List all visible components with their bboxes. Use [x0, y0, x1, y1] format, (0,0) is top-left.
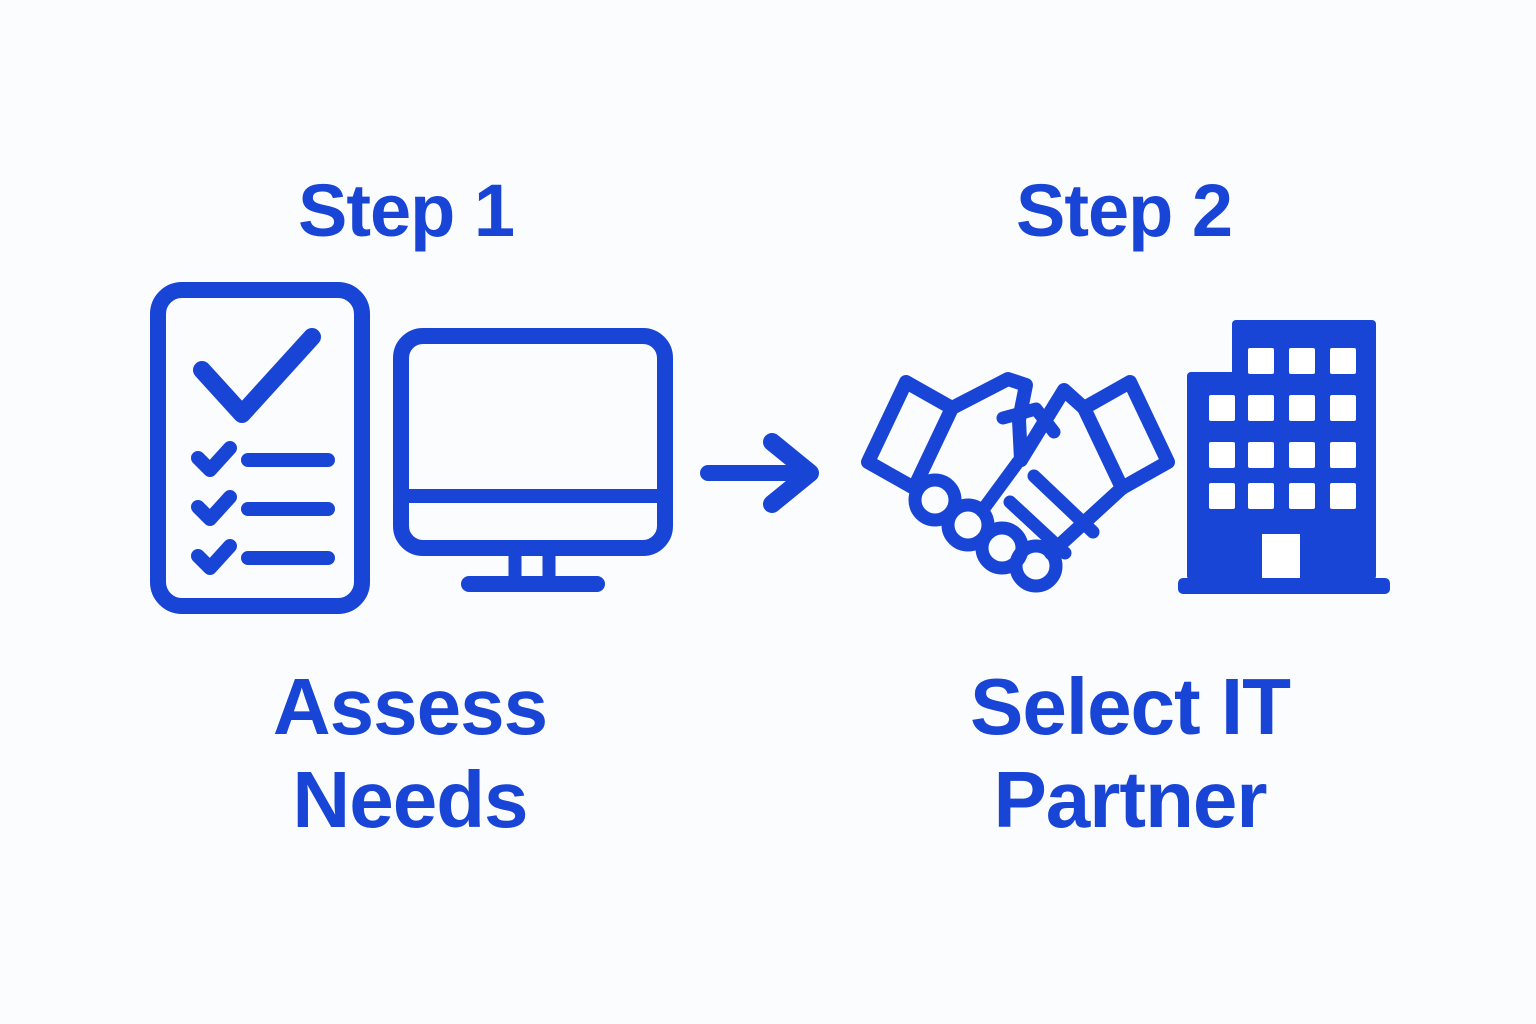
checklist-icon — [150, 282, 370, 614]
office-building-icon — [1178, 318, 1390, 596]
step-2-title: Step 2 — [1015, 169, 1233, 252]
step-1-title: Step 1 — [297, 169, 515, 252]
step-2-label: Select IT Partner — [969, 662, 1291, 844]
step-1-label: Assess Needs — [272, 662, 548, 844]
handshake-icon — [858, 362, 1178, 602]
computer-monitor-icon — [393, 328, 673, 598]
arrow-right-icon — [698, 428, 838, 518]
